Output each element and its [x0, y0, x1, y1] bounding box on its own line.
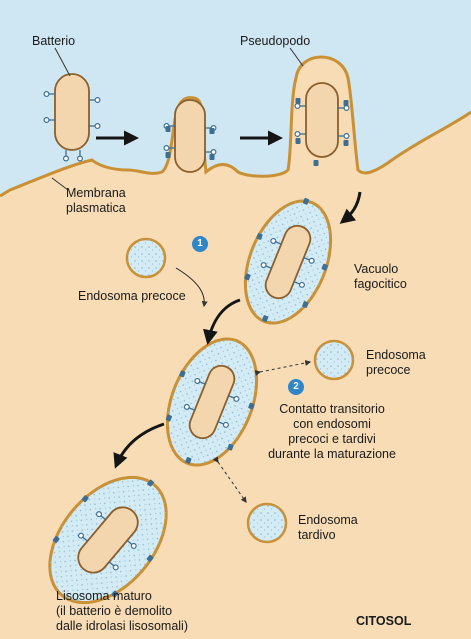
label-endosoma-precoce-2-line-1: Endosoma — [366, 348, 426, 363]
label-vacuolo-line-1: Vacuolo — [354, 262, 407, 277]
label-batterio: Batterio — [32, 34, 75, 49]
label-contatto-line-4: durante la maturazione — [252, 447, 412, 462]
label-contatto-line-2: con endosomi — [252, 417, 412, 432]
label-lisosoma-line-2: (il batterio è demolito — [56, 604, 188, 619]
step-badge-1: 1 — [192, 236, 208, 252]
label-membrana: Membrana plasmatica — [66, 186, 126, 216]
label-lisosoma-line-1: Lisosoma maturo — [56, 589, 188, 604]
step-badge-2: 2 — [288, 379, 304, 395]
label-contatto: Contatto transitorio con endosomi precoc… — [252, 402, 412, 462]
early-endosome-2 — [315, 341, 353, 379]
label-contatto-line-3: precoci e tardivi — [252, 432, 412, 447]
label-endosoma-tardivo: Endosoma tardivo — [298, 513, 358, 543]
label-membrana-line-2: plasmatica — [66, 201, 126, 216]
label-pseudopodo: Pseudopodo — [240, 34, 310, 49]
label-vacuolo-line-2: fagocitico — [354, 277, 407, 292]
label-endosoma-precoce-1: Endosoma precoce — [78, 289, 186, 304]
label-contatto-line-1: Contatto transitorio — [252, 402, 412, 417]
label-endosoma-tardivo-line-2: tardivo — [298, 528, 358, 543]
label-citosol: CITOSOL — [356, 614, 411, 629]
label-lisosoma-line-3: dalle idrolasi lisosomali) — [56, 619, 188, 634]
label-endosoma-tardivo-line-1: Endosoma — [298, 513, 358, 528]
late-endosome — [248, 504, 286, 542]
label-endosoma-precoce-2-line-2: precoce — [366, 363, 426, 378]
early-endosome-1 — [127, 239, 165, 277]
label-lisosoma: Lisosoma maturo (il batterio è demolito … — [56, 589, 188, 634]
label-vacuolo: Vacuolo fagocitico — [354, 262, 407, 292]
label-endosoma-precoce-2: Endosoma precoce — [366, 348, 426, 378]
label-membrana-line-1: Membrana — [66, 186, 126, 201]
